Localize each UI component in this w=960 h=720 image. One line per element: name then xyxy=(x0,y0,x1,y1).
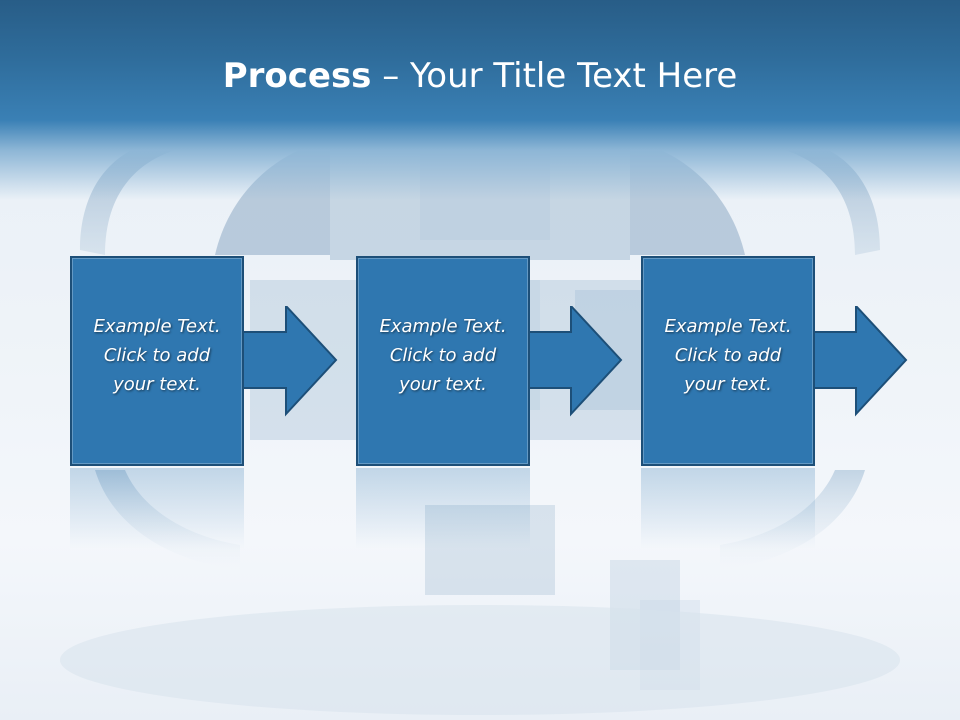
title-rest: – Your Title Text Here xyxy=(371,56,738,96)
right-arrow-icon xyxy=(527,306,623,417)
process-step-1[interactable]: Example Text. Click to add your text. xyxy=(70,256,244,466)
step-text-line-2: Click to add xyxy=(674,345,782,366)
step-text-line-3: your text. xyxy=(684,374,772,395)
process-step-3[interactable]: Example Text. Click to add your text. xyxy=(641,256,815,466)
slide-title[interactable]: Process – Your Title Text Here xyxy=(0,52,960,100)
step-text-line-3: your text. xyxy=(399,374,487,395)
step-text[interactable]: Example Text. Click to add your text. xyxy=(72,312,242,399)
step-text-line-1: Example Text. xyxy=(664,316,792,337)
right-arrow-icon xyxy=(812,306,908,417)
step-text-line-1: Example Text. xyxy=(379,316,507,337)
step-text[interactable]: Example Text. Click to add your text. xyxy=(643,312,813,399)
step-text[interactable]: Example Text. Click to add your text. xyxy=(358,312,528,399)
step-text-line-1: Example Text. xyxy=(93,316,221,337)
right-arrow-icon xyxy=(242,306,338,417)
step-text-line-2: Click to add xyxy=(103,345,211,366)
process-step-2[interactable]: Example Text. Click to add your text. xyxy=(356,256,530,466)
step-text-line-2: Click to add xyxy=(389,345,497,366)
title-band xyxy=(0,0,960,200)
step-reflection xyxy=(70,468,244,548)
step-reflection xyxy=(641,468,815,548)
step-text-line-3: your text. xyxy=(113,374,201,395)
step-reflection xyxy=(356,468,530,548)
title-bold: Process xyxy=(222,56,372,96)
